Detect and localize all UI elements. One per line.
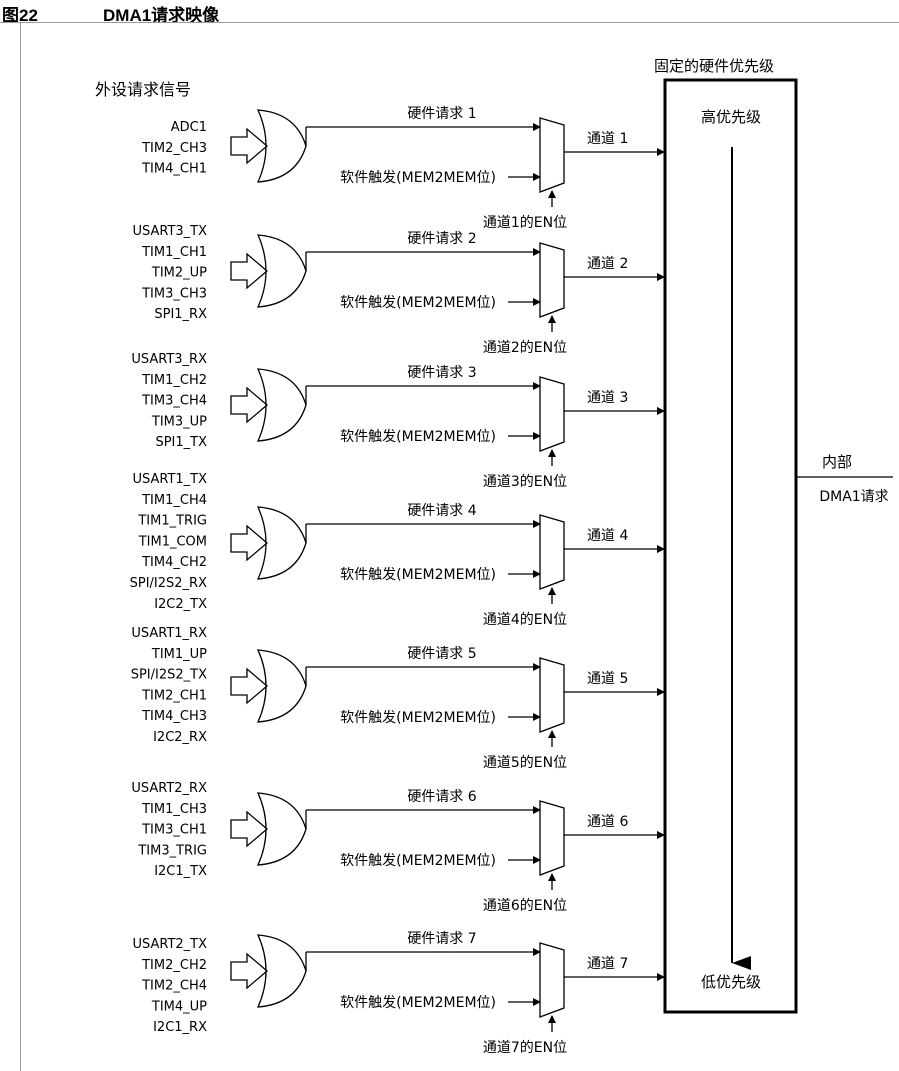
software-trigger-label: 软件触发(MEM2MEM位): [340, 995, 496, 1011]
software-trigger-label: 软件触发(MEM2MEM位): [340, 170, 496, 186]
peripheral-signal-label: TIM4_CH1: [141, 162, 207, 177]
figure-number: 图22: [2, 6, 38, 25]
input-arrow: [230, 386, 269, 424]
peripheral-signal-label: TIM2_UP: [151, 266, 207, 281]
or-gate: [256, 934, 307, 1008]
or-gate: [256, 368, 307, 442]
channel-enable-gate: [539, 117, 565, 193]
input-arrow: [230, 667, 269, 705]
peripheral-signal-label: TIM1_CH3: [141, 802, 207, 817]
channel-enable-gate: [539, 514, 565, 590]
peripheral-signal-label: TIM3_CH1: [141, 823, 207, 838]
peripheral-signal-label: I2C1_TX: [154, 864, 207, 879]
peripheral-signal-label: TIM4_UP: [151, 999, 207, 1014]
peripheral-signal-label: TIM3_CH3: [141, 286, 207, 301]
channel-label: 通道 3: [587, 390, 628, 406]
figure-caption: 图22 DMA1请求映像: [2, 0, 899, 25]
peripheral-signal-label: I2C2_TX: [154, 597, 207, 612]
peripheral-signal-label: USART3_RX: [131, 352, 207, 367]
figure-title: DMA1请求映像: [103, 6, 220, 25]
peripheral-signal-label: USART2_TX: [132, 937, 207, 952]
en-bit-label: 通道3的EN位: [483, 474, 567, 490]
or-gate: [256, 649, 307, 723]
hardware-request-label: 硬件请求 7: [407, 931, 476, 947]
peripheral-signal-label: SPI1_TX: [155, 435, 207, 450]
peripheral-signal-label: TIM4_CH2: [141, 555, 207, 570]
en-bit-label: 通道2的EN位: [483, 340, 567, 356]
hardware-request-label: 硬件请求 3: [407, 365, 476, 381]
peripheral-signal-label: TIM1_UP: [151, 647, 207, 662]
peripheral-signal-label: TIM4_CH3: [141, 709, 207, 724]
en-bit-label: 通道7的EN位: [483, 1040, 567, 1056]
input-arrow: [230, 810, 269, 848]
peripheral-signal-label: I2C2_RX: [153, 730, 207, 745]
output-label-line1: 内部: [822, 453, 852, 471]
channel-label: 通道 7: [587, 956, 628, 972]
channel-label: 通道 6: [587, 814, 628, 830]
priority-block-heading: 固定的硬件优先级: [654, 57, 774, 75]
input-arrow: [230, 127, 269, 165]
en-bit-label: 通道4的EN位: [483, 612, 567, 628]
peripheral-signal-label: SPI/I2S2_TX: [131, 668, 207, 683]
software-trigger-label: 软件触发(MEM2MEM位): [340, 710, 496, 726]
peripheral-signal-label: TIM3_CH4: [141, 394, 207, 409]
channel-label: 通道 2: [587, 256, 628, 272]
peripheral-signal-label: SPI/I2S2_RX: [130, 576, 207, 591]
peripheral-signal-label: TIM2_CH2: [141, 958, 207, 973]
hardware-request-label: 硬件请求 2: [407, 231, 476, 247]
or-gate: [256, 109, 307, 183]
output-label-line2: DMA1请求: [819, 489, 888, 505]
software-trigger-label: 软件触发(MEM2MEM位): [340, 429, 496, 445]
hardware-request-label: 硬件请求 1: [407, 106, 476, 122]
peripheral-signal-label: USART2_RX: [131, 781, 207, 796]
peripheral-signal-label: TIM3_UP: [151, 414, 207, 429]
hardware-request-label: 硬件请求 6: [407, 789, 476, 805]
left-divider: [20, 23, 21, 1071]
software-trigger-label: 软件触发(MEM2MEM位): [340, 853, 496, 869]
channel-enable-gate: [539, 942, 565, 1018]
input-arrow: [230, 252, 269, 290]
peripheral-signal-label: I2C1_RX: [153, 1020, 207, 1035]
peripheral-signal-label: TIM2_CH3: [141, 141, 207, 156]
top-divider: [0, 22, 899, 23]
peripheral-signal-label: TIM3_TRIG: [137, 843, 207, 858]
peripheral-signal-label: TIM2_CH4: [141, 979, 207, 994]
high-priority-label: 高优先级: [701, 108, 761, 126]
software-trigger-label: 软件触发(MEM2MEM位): [340, 567, 496, 583]
channel-enable-gate: [539, 376, 565, 452]
peripheral-signal-label: USART1_TX: [132, 472, 207, 487]
peripheral-signal-label: TIM1_CH2: [141, 373, 207, 388]
or-gate: [256, 792, 307, 866]
or-gate: [256, 506, 307, 580]
peripheral-signal-label: SPI1_RX: [154, 307, 207, 322]
peripheral-signals-heading: 外设请求信号: [95, 80, 191, 99]
channel-enable-gate: [539, 800, 565, 876]
channel-label: 通道 5: [587, 671, 628, 687]
input-arrow: [230, 524, 269, 562]
channel-enable-gate: [539, 242, 565, 318]
channel-label: 通道 4: [587, 528, 628, 544]
input-arrow: [230, 952, 269, 990]
en-bit-label: 通道1的EN位: [483, 215, 567, 231]
peripheral-signal-label: USART1_RX: [131, 626, 207, 641]
en-bit-label: 通道5的EN位: [483, 755, 567, 771]
channel-enable-gate: [539, 657, 565, 733]
or-gate: [256, 234, 307, 308]
peripheral-signal-label: TIM1_CH1: [141, 245, 207, 260]
peripheral-signal-label: TIM1_TRIG: [137, 514, 207, 529]
peripheral-signal-label: USART3_TX: [132, 224, 207, 239]
peripheral-signal-label: TIM2_CH1: [141, 688, 207, 703]
hardware-request-label: 硬件请求 4: [407, 503, 476, 519]
hardware-request-label: 硬件请求 5: [407, 646, 476, 662]
peripheral-signal-label: ADC1: [171, 120, 207, 135]
channel-label: 通道 1: [587, 131, 628, 147]
en-bit-label: 通道6的EN位: [483, 898, 567, 914]
software-trigger-label: 软件触发(MEM2MEM位): [340, 295, 496, 311]
peripheral-signal-label: TIM1_COM: [138, 534, 207, 549]
peripheral-signal-label: TIM1_CH4: [141, 493, 207, 508]
priority-block: [663, 78, 798, 1014]
low-priority-label: 低优先级: [701, 973, 761, 991]
